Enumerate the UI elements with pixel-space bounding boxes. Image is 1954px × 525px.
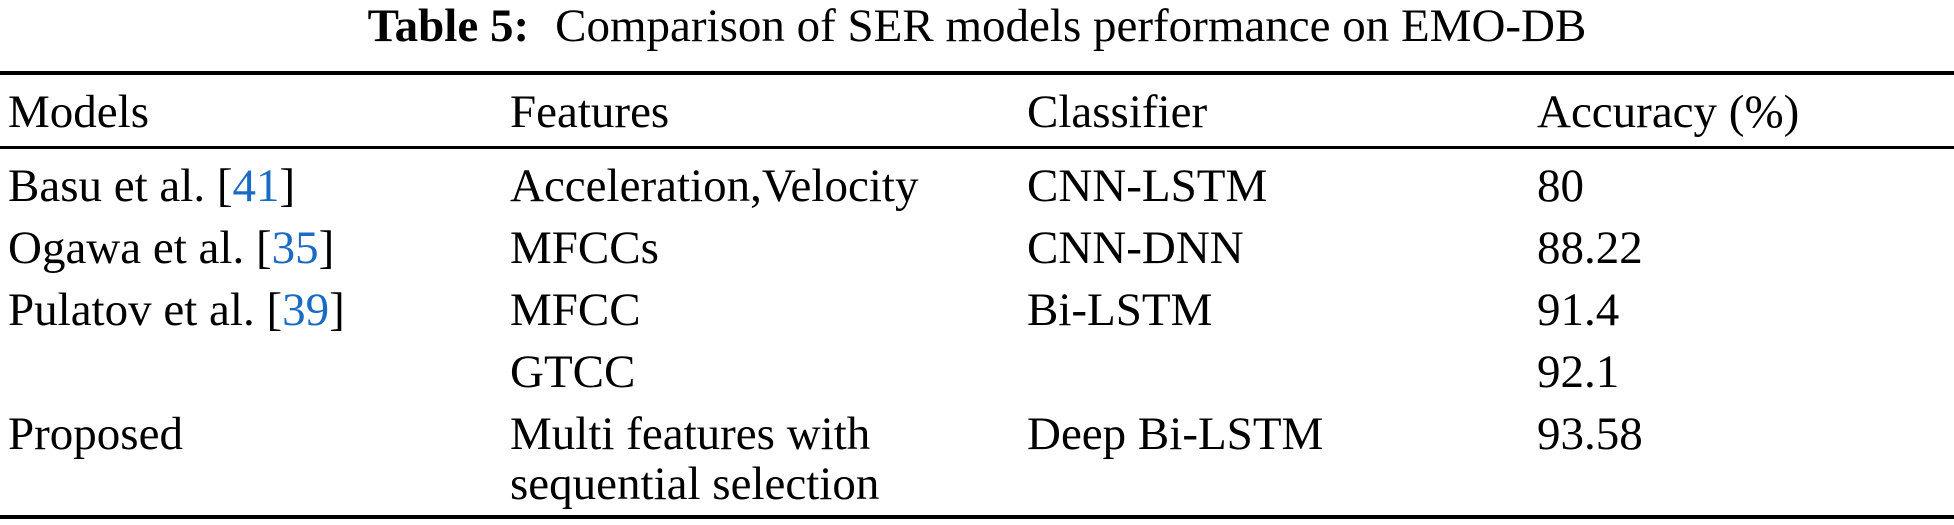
- column-header-classifier: Classifier: [1027, 73, 1537, 149]
- model-cell: Proposed: [8, 408, 183, 460]
- table-row: Pulatov et al. [39] MFCC Bi-LSTM 91.4: [0, 273, 1954, 335]
- header-row: Models Features Classifier Accuracy (%): [0, 73, 1954, 149]
- accuracy-cell: 91.4: [1537, 284, 1620, 336]
- classifier-cell: Deep Bi-LSTM: [1027, 408, 1324, 460]
- column-header-accuracy: Accuracy (%): [1537, 73, 1954, 149]
- model-cell: [0, 335, 510, 397]
- table-row: Basu et al. [41] Acceleration,Velocity CNN…: [0, 148, 1954, 212]
- table-row: Ogawa et al. [35] MFCCs CNN-DNN 88.22: [0, 211, 1954, 273]
- citation-link[interactable]: 35: [271, 222, 319, 274]
- accuracy-cell: 92.1: [1537, 346, 1620, 398]
- classifier-cell: Bi-LSTM: [1027, 284, 1213, 336]
- table-row: GTCC 92.1: [0, 335, 1954, 397]
- model-cell: Ogawa et al. [35]: [8, 222, 335, 274]
- column-header-models: Models: [0, 73, 510, 149]
- classifier-cell: [1027, 335, 1537, 397]
- classifier-cell: CNN-DNN: [1027, 222, 1244, 274]
- model-cell: Basu et al. [41]: [8, 160, 296, 212]
- citation-link[interactable]: 39: [282, 284, 330, 336]
- features-cell: MFCC: [510, 284, 641, 336]
- accuracy-cell: 88.22: [1537, 222, 1643, 274]
- citation-link[interactable]: 41: [232, 160, 280, 212]
- features-cell: MFCCs: [510, 222, 659, 274]
- accuracy-cell: 80: [1537, 160, 1584, 212]
- column-header-features: Features: [510, 73, 1027, 149]
- table-caption: Table 5: Comparison of SER models perform…: [0, 0, 1954, 52]
- classifier-cell: CNN-LSTM: [1027, 160, 1268, 212]
- comparison-table: Models Features Classifier Accuracy (%) …: [0, 71, 1954, 519]
- model-cell: Pulatov et al. [39]: [8, 284, 345, 336]
- features-cell: Acceleration,Velocity: [510, 160, 919, 212]
- features-cell: GTCC: [510, 346, 636, 398]
- table-caption-label: Table 5:: [367, 0, 530, 52]
- table-caption-text: Comparison of SER models performance on …: [555, 0, 1587, 52]
- accuracy-cell: 93.58: [1537, 408, 1643, 460]
